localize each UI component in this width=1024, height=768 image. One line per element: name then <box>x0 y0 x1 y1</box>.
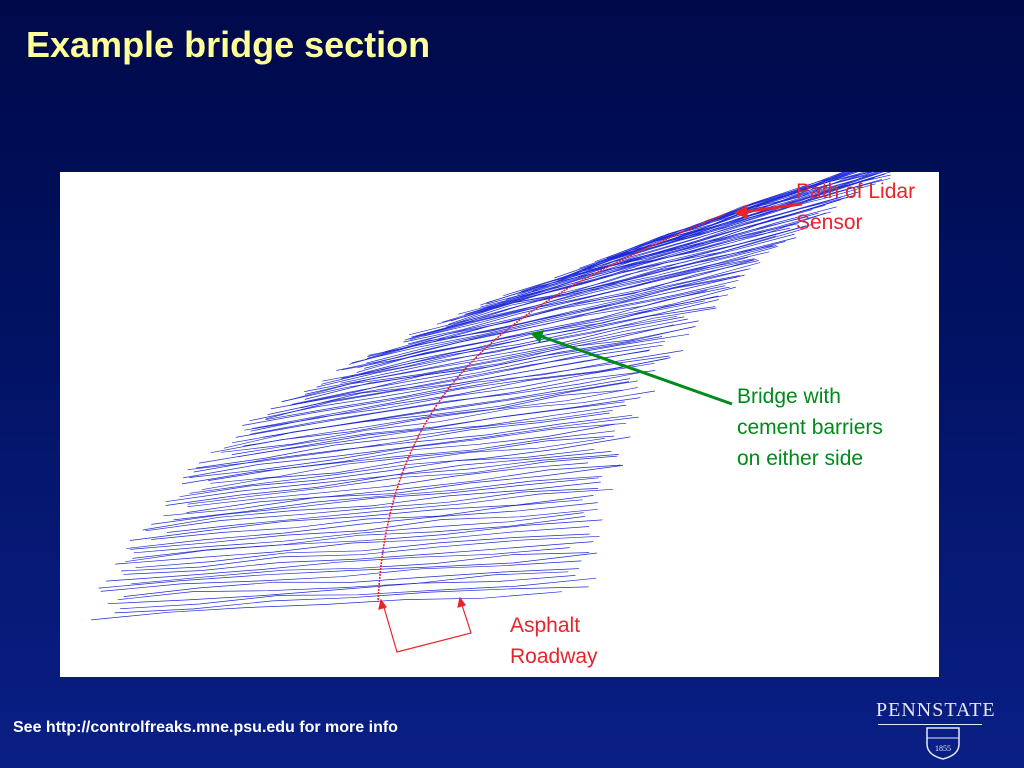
penn-state-shield-icon: 1855 <box>926 727 960 760</box>
scan-line <box>451 229 790 322</box>
scan-line <box>126 502 598 549</box>
scan-line <box>407 258 757 345</box>
scan-line <box>181 430 616 485</box>
scan-line <box>208 423 616 481</box>
lidar-scan-figure <box>60 172 939 677</box>
scan-line <box>505 204 826 301</box>
scan-line <box>114 586 589 614</box>
scan-line <box>123 568 579 597</box>
scan-line <box>394 262 761 352</box>
scan-line <box>348 276 737 365</box>
lidar-sensor-path <box>377 213 726 603</box>
scan-line <box>186 464 621 513</box>
scan-line <box>520 191 861 292</box>
scan-line <box>121 535 600 572</box>
scan-line <box>281 320 699 403</box>
scan-line <box>151 499 583 540</box>
scan-line <box>657 172 859 242</box>
scan-line <box>107 575 576 605</box>
lidar-point-cloud <box>91 172 892 621</box>
scan-line <box>321 306 716 385</box>
scan-line <box>179 448 595 498</box>
scan-line <box>133 512 584 554</box>
scan-line <box>480 206 837 306</box>
scan-line <box>166 488 613 533</box>
scan-line <box>142 481 601 531</box>
scan-line <box>173 475 603 521</box>
scan-line <box>414 245 779 338</box>
scan-line <box>98 552 598 589</box>
scan-line <box>409 241 786 336</box>
scan-line <box>151 477 599 525</box>
logo-year: 1855 <box>935 744 951 753</box>
logo-wordmark: PENNSTATE <box>876 699 996 721</box>
scan-line <box>115 526 590 565</box>
scan-line <box>187 462 589 508</box>
scan-line <box>231 397 641 455</box>
scan-line <box>467 221 800 315</box>
scan-line <box>145 488 599 532</box>
asphalt-roadway-label: Asphalt Roadway <box>510 614 598 668</box>
scan-line <box>131 552 590 585</box>
scan-line <box>445 237 797 328</box>
scan-line <box>265 349 651 420</box>
scan-line <box>448 228 805 325</box>
scan-line <box>410 258 755 340</box>
scan-line <box>130 508 598 550</box>
bridge-label: Bridge with cement barriers on either si… <box>737 385 883 470</box>
scan-line <box>187 412 610 471</box>
scan-line <box>305 318 688 395</box>
scan-line <box>606 172 867 259</box>
scan-line <box>453 233 795 325</box>
scan-line <box>423 251 770 337</box>
scan-line <box>366 275 740 359</box>
scan-line <box>193 414 633 473</box>
scan-line <box>351 274 745 364</box>
scan-line <box>304 326 695 400</box>
scan-line <box>189 422 627 478</box>
scan-line <box>464 227 791 315</box>
penn-state-logo: PENNSTATE 1855 <box>876 699 995 761</box>
scan-line <box>365 285 726 364</box>
scan-line <box>198 404 627 464</box>
scan-line <box>316 315 678 388</box>
scan-line <box>163 465 624 517</box>
scan-line <box>165 454 619 506</box>
scan-line <box>189 436 631 494</box>
scan-line <box>117 571 569 601</box>
scan-line <box>183 416 639 479</box>
scan-line <box>595 176 876 267</box>
slide-title: Example bridge section <box>26 24 431 65</box>
scan-line <box>105 547 570 582</box>
scan-line <box>123 541 594 575</box>
scan-line <box>242 355 670 426</box>
scan-line <box>125 519 603 563</box>
scan-line <box>237 401 625 458</box>
scan-line <box>135 533 590 569</box>
scan-line <box>210 435 615 484</box>
scan-line <box>100 560 582 592</box>
lidar-path-label: Path of Lidar Sensor <box>796 180 916 234</box>
scan-line <box>486 209 813 304</box>
scan-line <box>132 516 585 559</box>
scan-line <box>196 409 613 469</box>
scan-lines <box>91 172 892 621</box>
scan-line <box>120 577 597 610</box>
scan-line <box>559 173 886 280</box>
scan-line <box>403 259 754 343</box>
scan-line <box>486 216 806 305</box>
scan-line <box>588 174 891 270</box>
footer-info-link[interactable]: See http://controlfreaks.mne.psu.edu for… <box>13 719 398 736</box>
logo-rule <box>878 724 982 725</box>
scan-line <box>91 591 562 621</box>
scan-line <box>201 437 605 491</box>
scan-line <box>187 455 618 505</box>
scan-line <box>384 260 759 353</box>
